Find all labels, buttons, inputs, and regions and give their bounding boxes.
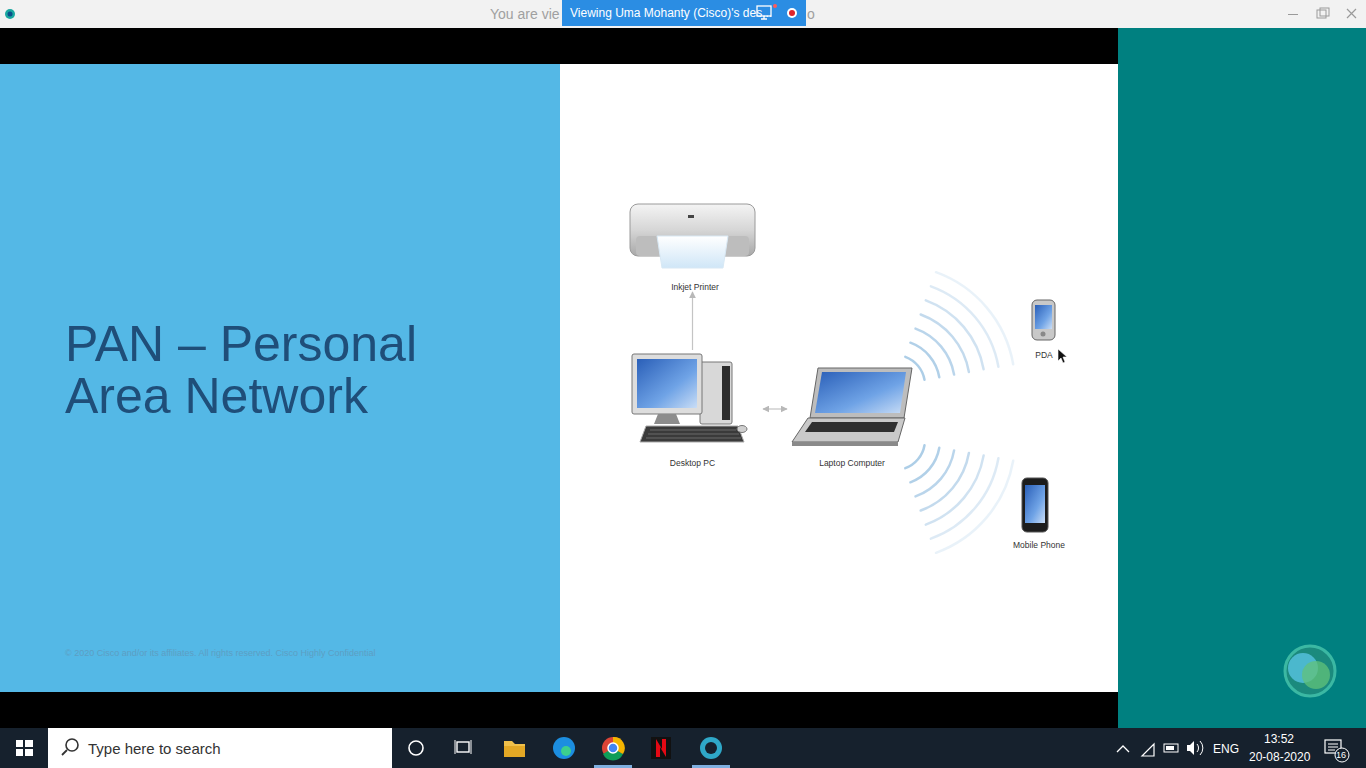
slide-title: PAN – Personal Area Network [65, 318, 465, 422]
connector-line [763, 408, 787, 409]
connector-line [692, 292, 693, 350]
device-node: PDA [1019, 296, 1069, 360]
device-label: Laptop Computer [787, 458, 917, 468]
copyright-note: © 2020 Cisco and/or its affiliates. All … [65, 648, 376, 658]
device-node: Inkjet Printer [622, 198, 768, 292]
language-indicator: ENG [1213, 742, 1239, 756]
device-label: PDA [1019, 350, 1069, 360]
window-title: You are vie [490, 6, 560, 22]
search-placeholder: Type here to search [88, 740, 221, 757]
clock-date: 20-08-2020 [1249, 750, 1310, 764]
device-node: Mobile Phone [1005, 476, 1073, 550]
device-node: Desktop PC [622, 350, 763, 468]
window-title: o [807, 6, 815, 22]
device-label: Mobile Phone [1005, 540, 1073, 550]
sharing-banner: Viewing Uma Mohanty (Cisco)'s des... [570, 6, 772, 20]
device-label: Inkjet Printer [622, 282, 768, 292]
clock-time: 13:52 [1264, 732, 1294, 746]
notification-count: 16 [1336, 750, 1346, 760]
device-label: Desktop PC [622, 458, 763, 468]
device-node: Laptop Computer [787, 350, 917, 468]
